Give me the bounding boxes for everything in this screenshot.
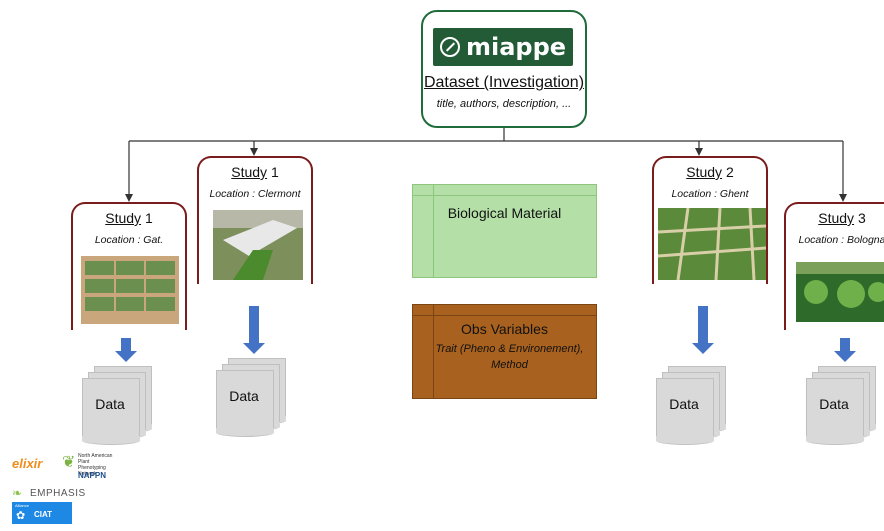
arrowhead-4 [839,194,847,202]
down-arrow [115,338,137,362]
data-label: Data [669,396,699,412]
arrowhead-3 [695,148,703,156]
study-box-ghent: Study 2 Location : Ghent [652,156,768,284]
arrowhead-1 [125,194,133,202]
study-box-bologna: Study 3 Location : Bologna [784,202,884,330]
down-arrow [834,338,856,362]
data-label: Data [229,388,259,404]
emphasis-logo: EMPHASIS [30,488,86,499]
dataset-subtitle: title, authors, description, ... [436,98,572,110]
obs-variables-label: Obs Variables [461,321,548,337]
greenhouse-photo [213,210,303,280]
nappn-logo: NAPPN [78,471,107,480]
data-document-stack: Data [656,366,726,445]
biological-material-label: Biological Material [447,205,562,221]
study-box-gat: Study 1 Location : Gat. [71,202,187,330]
field-plots-photo [658,208,766,280]
data-document-stack: Data [82,366,152,445]
study-title: Study 2 [686,164,734,180]
data-label: Data [95,396,125,412]
emphasis-leaf-icon: ❧ [12,486,23,500]
arrowhead-2 [250,148,258,156]
miappe-logo: miappe [433,28,573,66]
down-arrow [243,306,265,354]
study-location: Location : Bologna [798,234,884,246]
ciat-logo: Alliance ✿ CIAT [12,502,72,524]
obs-variables-box: Obs Variables Trait (Pheno & Environemen… [412,304,597,399]
study-location: Location : Ghent [671,188,749,200]
study-location: Location : Clermont [209,188,301,200]
leaf-icon [439,37,460,57]
alliance-icon: ✿ [16,510,26,522]
biological-material-box: Biological Material [412,184,597,278]
logo-text: miappe [465,33,567,61]
study-title: Study 3 [818,210,866,226]
data-label: Data [819,396,849,412]
data-document-stack: Data [216,358,286,437]
dataset-investigation-box: miappe Dataset (Investigation) title, au… [421,10,587,128]
field-photo [81,256,179,324]
study-title: Study 1 [105,210,153,226]
plant-icon: ❦ [62,454,76,471]
data-document-stack: Data [806,366,876,445]
partner-logos: elixir ❦ North American Plant Phenotypin… [12,452,122,531]
dataset-title: Dataset (Investigation) [423,74,585,91]
obs-variables-sub: Trait (Pheno & Environement), Method [435,343,584,371]
study-title: Study 1 [231,164,279,180]
ciat-text: CIAT [34,510,53,519]
nappn-network-text: North American Plant Phenotyping Network [78,453,113,477]
crop-photo [796,262,884,322]
elixir-logo: elixir [12,456,43,471]
down-arrow [692,306,714,354]
alliance-text: Alliance [15,503,30,508]
study-box-clermont: Study 1 Location : Clermont [197,156,313,284]
study-location: Location : Gat. [94,234,164,246]
